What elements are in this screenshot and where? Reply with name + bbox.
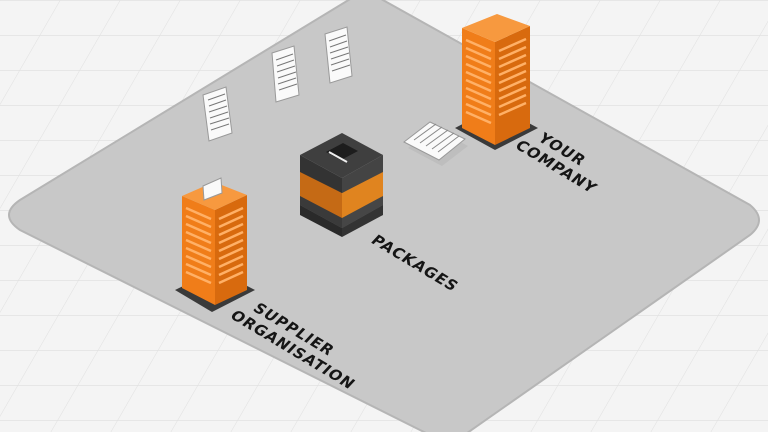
document-lying-icon — [403, 121, 468, 166]
document-icon — [202, 86, 233, 142]
document-icon — [271, 45, 300, 103]
platform — [8, 0, 760, 432]
your-company-server-tower — [455, 14, 538, 150]
document-icon — [202, 177, 223, 201]
document-icon — [324, 26, 353, 84]
supplier-server-tower — [175, 177, 255, 312]
packages-box — [300, 133, 383, 237]
